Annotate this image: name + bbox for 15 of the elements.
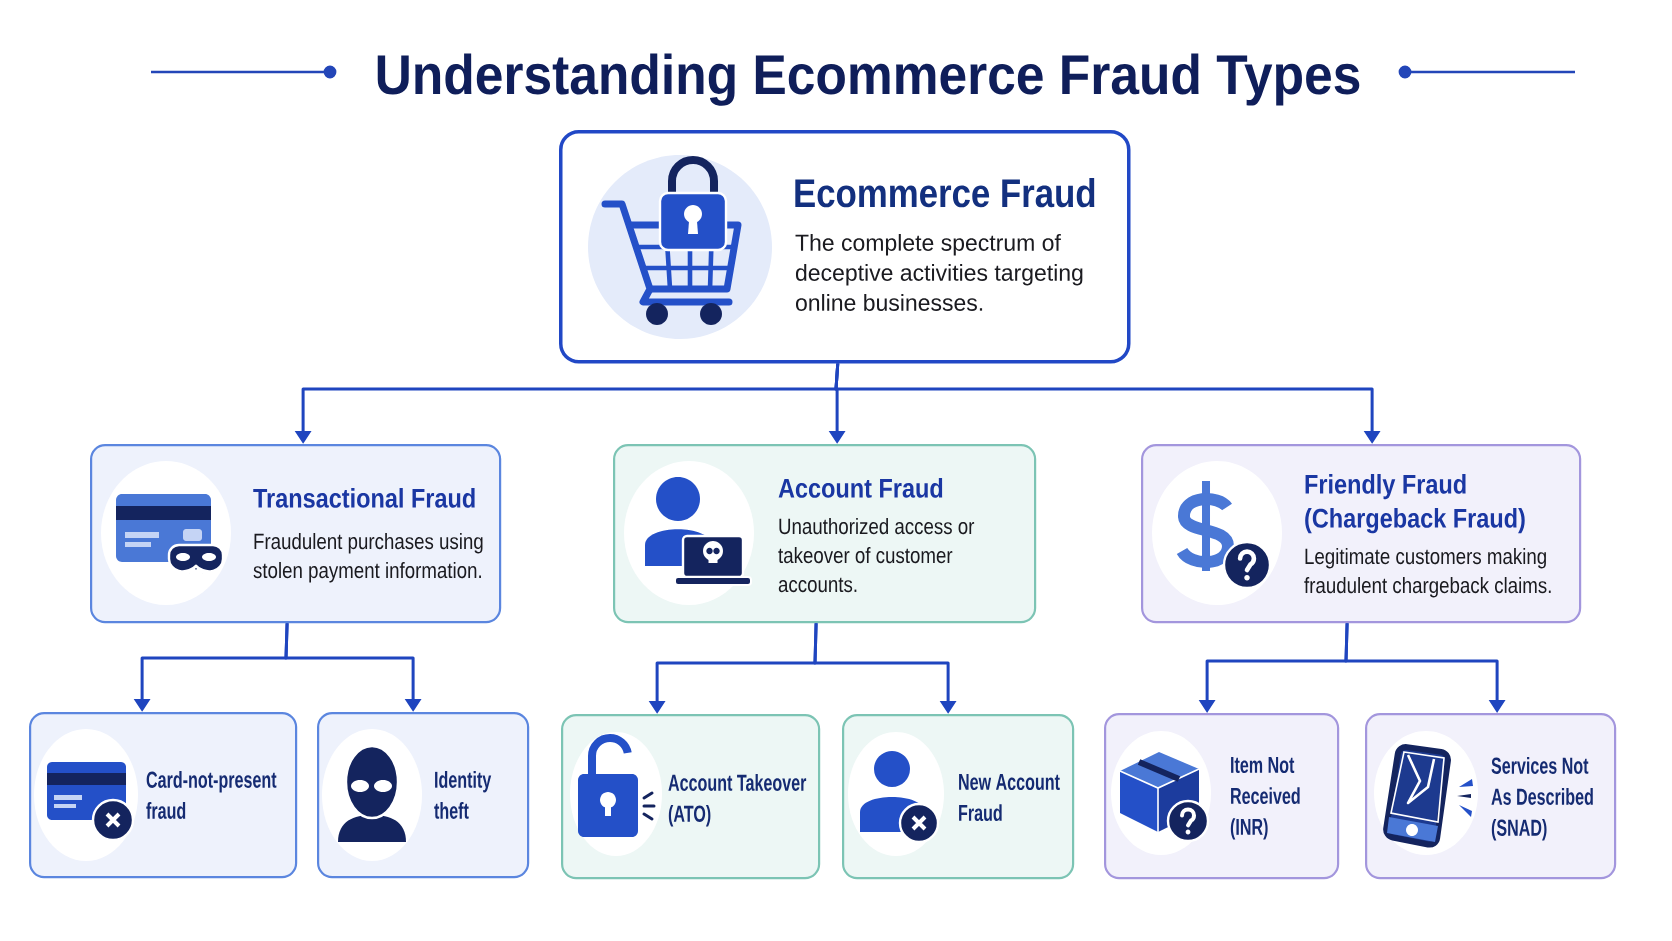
box-label: Item Not Received (INR) — [1230, 757, 1300, 840]
box-label: New Account Fraud — [959, 774, 1060, 822]
title: Understanding Ecommerce Fraud Types — [377, 53, 1360, 106]
box-description: The complete spectrum of deceptive activities targeting online businesses. — [795, 234, 1083, 311]
box-label: Card-not-present fraud — [146, 771, 277, 819]
box-label: Account Takeover (ATO) — [668, 774, 807, 827]
box-label: Identity theft — [434, 771, 492, 819]
box-title: Transactional Fraud — [253, 488, 475, 508]
box-title: Ecommerce Fraud — [795, 178, 1095, 208]
box-description: Unauthorized access or takeover of customer accounts. — [778, 518, 975, 593]
box-label: Services Not As Described (SNAD) — [1491, 757, 1593, 841]
box-title: Account Fraud — [778, 478, 943, 498]
box-title: Friendly Fraud (Chargeback Fraud) — [1305, 474, 1525, 534]
box-description: Legitimate customers making fraudulent chargeback claims. — [1304, 548, 1551, 598]
box-description: Fraudulent purchases using stolen payment information. — [253, 533, 483, 583]
